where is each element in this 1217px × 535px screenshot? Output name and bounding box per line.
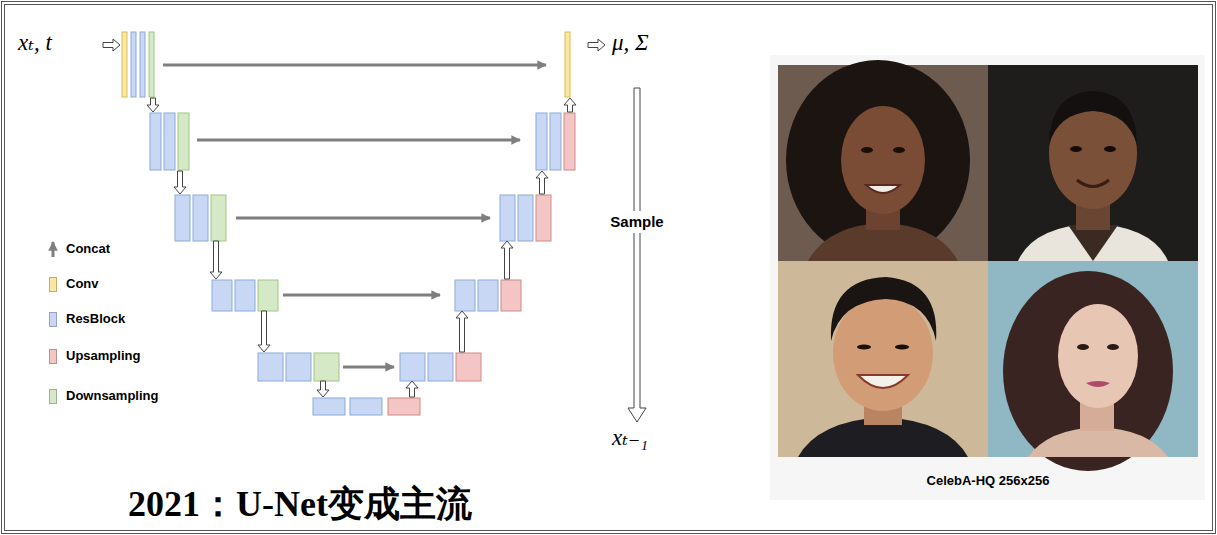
resblock-block (150, 113, 161, 170)
downsampling-block (149, 32, 154, 97)
input-arrow (103, 39, 120, 51)
eye (1104, 146, 1116, 152)
face (833, 295, 933, 411)
downsampling-block (258, 280, 278, 311)
face-photo (778, 261, 988, 457)
face-photo (988, 65, 1198, 261)
downsampling-block (178, 113, 189, 170)
hair (1003, 271, 1173, 471)
photo-background (778, 261, 988, 457)
legend-swatch (49, 349, 57, 364)
flow-arrow (174, 171, 186, 194)
eye (1077, 344, 1089, 350)
conv-block (122, 32, 127, 97)
concat-arrow (236, 217, 490, 220)
flow-arrow (147, 98, 159, 112)
input-label: xₜ, t (18, 30, 52, 56)
face (841, 106, 925, 214)
conv-block (565, 32, 570, 97)
flow-arrow (536, 171, 548, 194)
concat-legend-sample (52, 242, 55, 257)
upsampling-block (564, 113, 575, 170)
resblock-block (350, 398, 382, 415)
face (1058, 304, 1138, 408)
sample-label: Sample (607, 211, 666, 232)
lips (1086, 381, 1110, 387)
legend-label: ResBlock (66, 312, 125, 327)
concat-arrow (343, 366, 394, 369)
hair (831, 277, 936, 341)
slide-title: 2021：U-Net变成主流 (128, 484, 472, 525)
face-grid (778, 60, 1198, 471)
flow-arrow (258, 311, 270, 352)
upsampling-block (536, 195, 551, 241)
resblock-block (175, 195, 190, 241)
resblock-block (313, 398, 345, 415)
sample-arrow (628, 88, 646, 422)
hair (786, 60, 970, 260)
resblock-block (536, 113, 547, 170)
flow-arrow (317, 381, 329, 397)
flow-arrow (501, 241, 513, 279)
flow-arrow (406, 381, 418, 397)
resblock-block (500, 195, 515, 241)
eye (895, 345, 909, 350)
resblock-block (193, 195, 208, 241)
resblock-block (212, 280, 232, 311)
resblock-block (400, 353, 425, 381)
legend-label: Upsampling (66, 349, 140, 364)
shoulders (1028, 427, 1168, 457)
face-photo (988, 261, 1198, 471)
smile (858, 375, 908, 388)
flow-arrow (456, 311, 468, 352)
downsampling-block (314, 353, 339, 381)
resblock-block (235, 280, 255, 311)
output-arrow (588, 39, 605, 51)
eye (893, 147, 905, 153)
upsampling-block (501, 280, 521, 311)
legend-swatch (49, 312, 57, 327)
eye (857, 345, 871, 350)
resblock-block (131, 32, 136, 97)
resblock-block (455, 280, 475, 311)
photo-background (988, 65, 1198, 261)
resblock-block (428, 353, 453, 381)
flow-arrow (210, 241, 222, 279)
resblock-block (140, 32, 145, 97)
output-label: μ, Σ (612, 30, 649, 56)
resblock-block (258, 353, 283, 381)
legend-swatch (49, 389, 57, 404)
legend-label: Concat (66, 242, 110, 257)
legend-swatch (49, 277, 57, 292)
resblock-block (164, 113, 175, 170)
collar (1068, 225, 1118, 261)
resblock-block (518, 195, 533, 241)
resblock-block (478, 280, 498, 311)
concat-arrow (163, 64, 546, 67)
output-sample-label: xₜ₋₁ (612, 425, 648, 451)
eye (1070, 146, 1082, 152)
flow-arrow (564, 98, 576, 112)
smile (866, 185, 900, 193)
resblock-block (286, 353, 311, 381)
photo-caption: CelebA-HQ 256x256 (927, 474, 1050, 489)
legend-label: Conv (66, 277, 99, 292)
upsampling-block (456, 353, 481, 381)
eye (861, 147, 873, 153)
photo-panel (770, 55, 1205, 500)
hair (1049, 91, 1137, 145)
upsampling-block (388, 398, 420, 415)
smile (1077, 180, 1109, 187)
eye (1107, 344, 1119, 350)
legend-label: Downsampling (66, 389, 158, 404)
frame-inner (5, 5, 1213, 531)
resblock-block (550, 113, 561, 170)
downsampling-block (211, 195, 226, 241)
concat-arrow (197, 139, 520, 142)
face-photo (778, 60, 988, 261)
concat-arrow (283, 294, 440, 297)
